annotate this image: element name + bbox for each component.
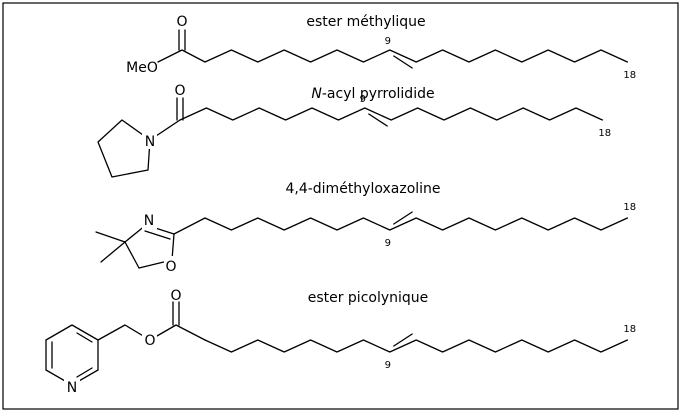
- double-bond-locant: 9: [385, 360, 391, 371]
- head-group-pyrrolidide: O N: [97, 83, 186, 178]
- head-group-oxazoline: N O: [95, 211, 206, 275]
- methyl-bond-b: [100, 241, 126, 263]
- panel-title: 4,4-diméthyloxazoline: [285, 181, 440, 197]
- double-bond-locant: 9: [385, 36, 391, 47]
- double-bond-locant: 9: [360, 94, 366, 105]
- methoxy-label: MeO: [126, 60, 158, 76]
- carbonyl-oxygen-label: O: [176, 14, 187, 30]
- terminal-carbon-locant: 18: [623, 202, 636, 213]
- nitrogen-label: N: [145, 134, 155, 150]
- oxygen-mask: [164, 256, 179, 274]
- pyridine-ring: [45, 324, 99, 386]
- ester-oxygen-label: O: [144, 333, 155, 349]
- ring-bond-c5-c4: [124, 241, 140, 269]
- panel-title: N-acyl pyrrolidide: [311, 86, 434, 102]
- methyl-bond-a: [95, 231, 126, 243]
- pyrrolidine-ring: [97, 119, 151, 178]
- ring-oxygen-label: O: [165, 259, 176, 275]
- ring-nitrogen-label: N: [144, 213, 154, 229]
- ester-bonds: [149, 324, 206, 341]
- cis-double-bond-inner: [393, 333, 413, 347]
- methylene-linker: [97, 324, 151, 341]
- nitrogen-mask: [142, 211, 157, 229]
- pyridine-inner-bond-1: [76, 332, 93, 343]
- nitrogen-mask: [142, 132, 157, 149]
- fatty-acid-chain: [179, 107, 604, 121]
- ester-bonds: [157, 49, 206, 63]
- panel-acyl-pyrrolidide: N-acyl pyrrolidide O N 9 18: [97, 83, 611, 178]
- amide-bond: [155, 119, 181, 137]
- pyridine-nitrogen-label: N: [67, 380, 77, 396]
- panel-methyl-ester: ester méthylique O MeO 9 18: [126, 14, 636, 81]
- pyridine-nitrogen-mask: [64, 378, 80, 396]
- double-bond-locant: 9: [385, 238, 391, 249]
- terminal-carbon-locant: 18: [598, 128, 611, 139]
- head-group-methyl-ester: O MeO: [126, 14, 206, 76]
- cis-double-bond-inner: [393, 211, 413, 225]
- terminal-carbon-locant: 18: [623, 70, 636, 81]
- ring-bond-c2-o: [171, 233, 175, 261]
- ring-bond-n-c2-b: [144, 230, 171, 240]
- title-prefix: N: [311, 86, 322, 102]
- terminal-carbon-locant: 18: [623, 324, 636, 335]
- ester-oxygen-mask: [142, 330, 157, 348]
- panel-title: ester picolynique: [308, 290, 429, 306]
- cis-double-bond-inner: [393, 55, 413, 69]
- fatty-acid-chain: [204, 217, 629, 231]
- head-group-picolinyl: O O N: [45, 288, 206, 396]
- cis-double-bond-inner: [368, 113, 388, 127]
- ring-to-chain-bond: [173, 217, 206, 235]
- title-rest: -acyl pyrrolidide: [322, 86, 435, 102]
- fatty-acid-chain: [204, 49, 629, 63]
- carbonyl-oxygen-label: O: [170, 288, 181, 304]
- carbonyl-oxygen-label: O: [174, 83, 185, 99]
- panel-picolinyl-ester: ester picolynique O O N 9 18: [45, 288, 636, 396]
- fatty-acid-chain: [204, 339, 629, 353]
- panel-title: ester méthylique: [306, 14, 425, 30]
- pyridine-inner-bond-2: [76, 367, 93, 378]
- panel-dimethyloxazoline: 4,4-diméthyloxazoline N O 9 18: [95, 181, 636, 275]
